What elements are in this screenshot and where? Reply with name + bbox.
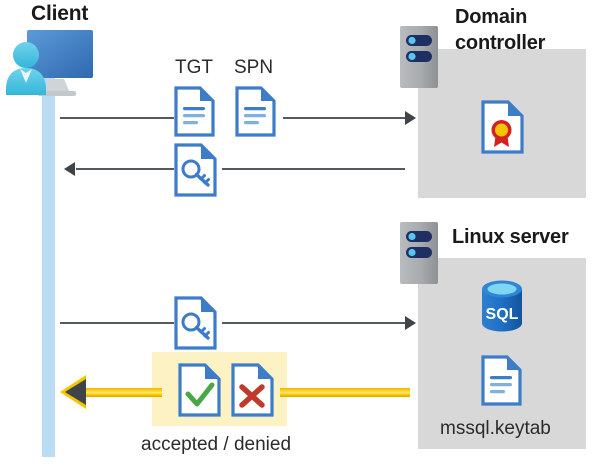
sql-database-icon: SQL — [476, 278, 528, 334]
keytab-label: mssql.keytab — [440, 418, 551, 439]
flow-line-dc-to-client-b — [222, 168, 405, 170]
arrowhead-client-to-linux — [405, 316, 416, 330]
domain-controller-title: Domain controller — [455, 6, 546, 54]
document-check-icon-accepted — [178, 363, 222, 417]
svg-text:SQL: SQL — [486, 306, 519, 323]
arrowhead-linux-to-client — [65, 379, 86, 405]
flow-line-client-to-dc-b — [283, 117, 405, 119]
flow-line-client-to-dc-a — [60, 117, 174, 119]
server-rack-icon-linux-server — [400, 222, 438, 284]
linux-server-title: Linux server — [452, 226, 569, 248]
flow-line-client-to-linux-a — [60, 322, 174, 324]
document-key-icon-ticket — [174, 143, 218, 197]
flow-line-dc-to-client-a — [76, 168, 174, 170]
arrowhead-dc-to-client — [64, 162, 75, 176]
document-icon-keytab — [481, 355, 522, 406]
flow-line-linux-to-client-b — [280, 388, 410, 397]
arrowhead-client-to-dc — [405, 111, 416, 125]
document-key-icon-service-ticket — [174, 296, 218, 350]
accepted-denied-label: accepted / denied — [141, 434, 292, 455]
server-rack-icon-domain-controller — [400, 26, 438, 88]
client-workstation-icon — [4, 27, 96, 101]
document-icon-spn — [235, 86, 276, 137]
spn-label: SPN — [234, 57, 274, 78]
tgt-label: TGT — [175, 57, 213, 78]
flow-line-client-to-linux-b — [222, 322, 405, 324]
certificate-document-icon — [481, 100, 525, 154]
flow-line-linux-to-client-a — [85, 388, 162, 397]
client-title: Client — [31, 2, 89, 25]
client-lifeline — [42, 72, 55, 457]
document-cross-icon-denied — [231, 363, 275, 417]
document-icon-tgt — [174, 86, 215, 137]
